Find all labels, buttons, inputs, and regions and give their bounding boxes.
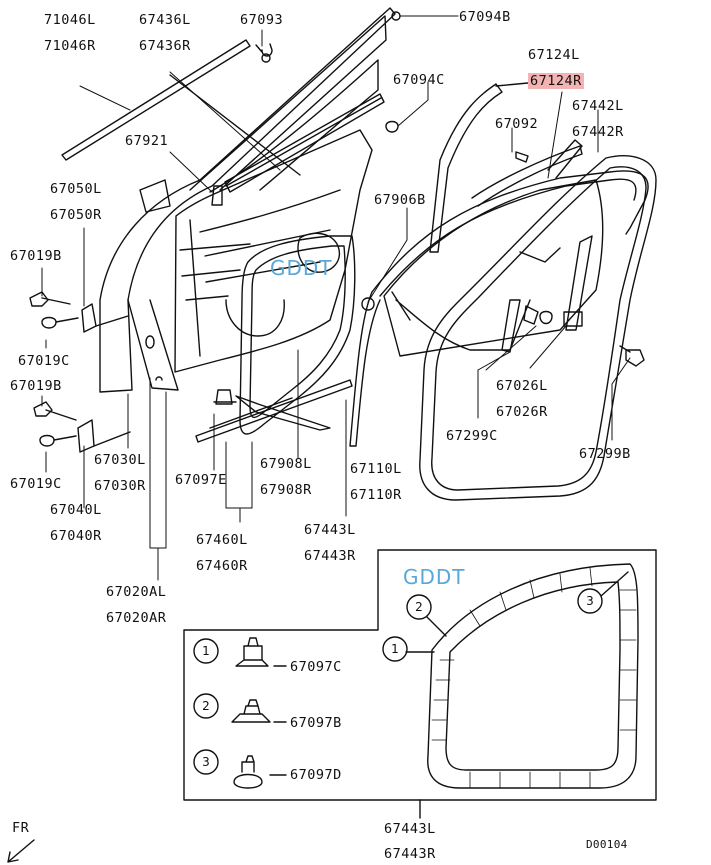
- label-67026R: 67026R: [496, 404, 548, 420]
- label-67460L: 67460L: [196, 532, 248, 548]
- label-67908L: 67908L: [260, 456, 312, 472]
- label-67442R: 67442R: [572, 124, 624, 140]
- legend-callout-3: 3: [202, 755, 210, 769]
- label-67097C: 67097C: [290, 659, 342, 675]
- label-67092: 67092: [495, 116, 539, 132]
- label-71046R: 71046R: [44, 38, 96, 54]
- label-67436L: 67436L: [139, 12, 191, 28]
- front-arrow-icon: [7, 839, 35, 863]
- door-shell: [99, 7, 396, 393]
- door-weatherstrip: [419, 155, 657, 501]
- label-67019C-lower: 67019C: [10, 476, 62, 492]
- inner-weatherstrip: [239, 235, 356, 435]
- label-67443R-top: 67443R: [304, 548, 356, 564]
- label-67030R: 67030R: [94, 478, 146, 494]
- highlighted-part-number: 67124R: [528, 73, 584, 89]
- diagram-code: D00104: [586, 838, 628, 851]
- label-67436R: 67436R: [139, 38, 191, 54]
- label-67443L-top: 67443L: [304, 522, 356, 538]
- callout-1-inset: 1: [391, 642, 399, 656]
- label-71046L: 71046L: [44, 12, 96, 28]
- leader-lines: [41, 15, 631, 581]
- label-67019C-upper: 67019C: [18, 353, 70, 369]
- legend-callout-2: 2: [202, 699, 210, 713]
- label-67124R: 67124R: [528, 73, 584, 89]
- door-glass: [383, 179, 604, 357]
- label-67460R: 67460R: [196, 558, 248, 574]
- label-67299C: 67299C: [446, 428, 498, 444]
- hinge-bolts: [29, 291, 79, 447]
- label-67019B-upper: 67019B: [10, 248, 62, 264]
- legend-callout-1: 1: [202, 644, 210, 658]
- clip-67093: [255, 43, 273, 63]
- label-67026L: 67026L: [496, 378, 548, 394]
- label-67040L: 67040L: [50, 502, 102, 518]
- label-67050L: 67050L: [50, 181, 102, 197]
- watermark-top: GDDT: [270, 256, 333, 280]
- label-67110L: 67110L: [350, 461, 402, 477]
- belt-moldings: [61, 39, 385, 193]
- label-67097D: 67097D: [290, 767, 342, 783]
- lower-seal: [195, 379, 353, 443]
- label-67906B: 67906B: [374, 192, 426, 208]
- watermark-inset: GDDT: [403, 565, 466, 589]
- label-67097E: 67097E: [175, 472, 227, 488]
- label-67110R: 67110R: [350, 487, 402, 503]
- door-hinges: [77, 303, 131, 453]
- label-67094C: 67094C: [393, 72, 445, 88]
- label-67030L: 67030L: [94, 452, 146, 468]
- label-67020AL: 67020AL: [106, 584, 167, 600]
- label-67442L: 67442L: [572, 98, 624, 114]
- label-67050R: 67050R: [50, 207, 102, 223]
- label-67097B: 67097B: [290, 715, 342, 731]
- label-67908R: 67908R: [260, 482, 312, 498]
- label-67124L: 67124L: [528, 47, 580, 63]
- inset-box: [183, 549, 657, 819]
- label-67040R: 67040R: [50, 528, 102, 544]
- label-67443R-bottom: 67443R: [384, 846, 436, 862]
- label-67093: 67093: [240, 12, 284, 28]
- front-direction-label: FR: [12, 820, 30, 836]
- callout-3-inset: 3: [586, 594, 594, 608]
- callout-2-inset: 2: [415, 600, 423, 614]
- label-67299B: 67299B: [579, 446, 631, 462]
- label-67443L-bottom: 67443L: [384, 821, 436, 837]
- label-67019B-lower: 67019B: [10, 378, 62, 394]
- label-67094B: 67094B: [459, 9, 511, 25]
- label-67921: 67921: [125, 133, 169, 149]
- label-67020AR: 67020AR: [106, 610, 167, 626]
